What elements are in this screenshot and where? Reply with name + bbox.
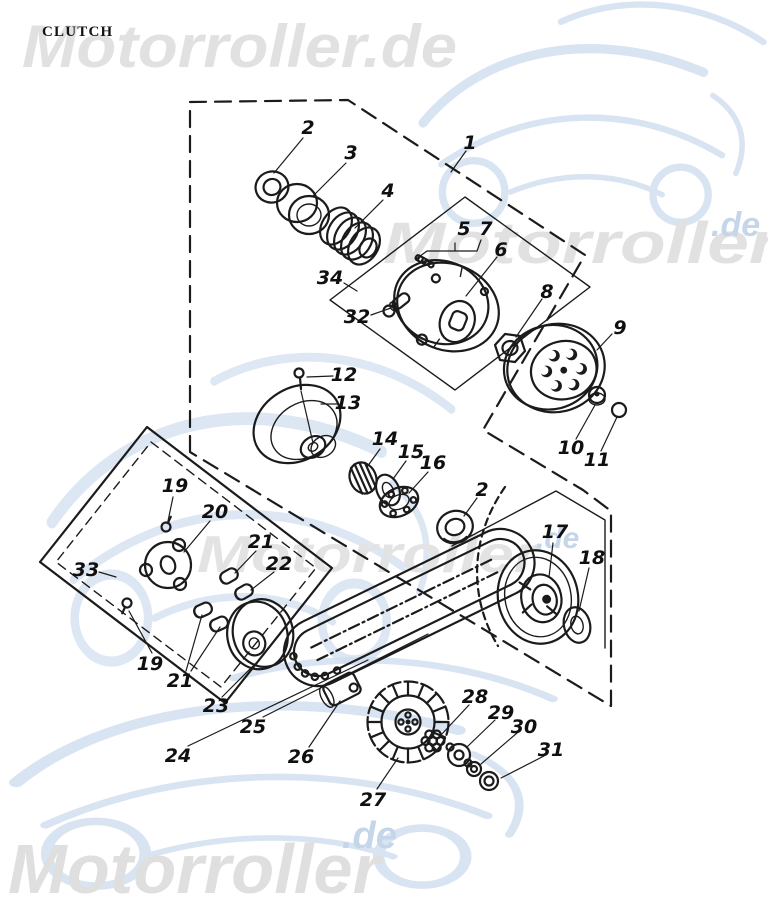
assembly-group-1-dashed-outline	[188, 98, 613, 708]
callout-part-4: 4	[380, 180, 394, 202]
callout-part-27: 27	[360, 789, 387, 811]
callout-part-32: 32	[344, 306, 370, 328]
callout-part-2-mid: 2	[475, 479, 488, 501]
callout-part-5: 5	[457, 218, 470, 240]
callout-part-19-top: 19	[162, 475, 188, 497]
part-4-spring	[318, 206, 382, 266]
watermark-midright-domain-text: .de	[711, 206, 760, 244]
page-title: CLUTCH	[42, 24, 113, 40]
part-16-bearing	[378, 485, 420, 519]
part-18-washer	[562, 606, 592, 644]
callout-part-17: 17	[542, 521, 569, 543]
part-25-drive-belt	[282, 485, 536, 688]
watermark-midleft-brand-text: Motorroller	[197, 526, 542, 584]
part-23-pulley-half	[226, 598, 295, 671]
scooter-watermark-top-right	[423, 5, 763, 224]
part-30-washer	[465, 760, 483, 778]
part-22-roller	[234, 583, 254, 601]
callout-part-6: 6	[494, 239, 507, 261]
part-11-ring	[610, 401, 628, 419]
callout-part-21-upper: 21	[248, 531, 274, 553]
part-6-clutch-shoe-assembly	[393, 258, 500, 353]
watermark-midleft-domain-text: .de	[536, 522, 579, 555]
driven-pulley-box-outline	[451, 490, 606, 649]
watermark-bottom-domain-text: .de	[342, 815, 397, 857]
part-17-driven-pulley	[496, 549, 580, 645]
callout-part-19-bottom: 19	[137, 653, 163, 675]
callout-part-28: 28	[462, 686, 488, 708]
part-19-clip-upper	[160, 515, 172, 533]
part-12-bolt	[293, 367, 314, 444]
part-27-fan-wheel	[366, 680, 450, 764]
callout-part-23: 23	[203, 695, 229, 717]
callout-part-34: 34	[317, 267, 343, 289]
callout-part-22: 22	[266, 553, 292, 575]
callout-part-21-lower: 21	[167, 670, 193, 692]
callout-part-2-top: 2	[301, 117, 314, 139]
callout-part-20: 20	[202, 501, 228, 523]
callout-part-25: 25	[240, 716, 266, 738]
part-14-spline-bush	[348, 461, 378, 495]
part-13-drive-plate	[252, 383, 342, 465]
callout-part-30: 30	[511, 716, 537, 738]
part-9-clutch-bell	[502, 322, 606, 414]
callout-part-33: 33	[73, 559, 99, 581]
part-26-spacer-sleeve	[318, 671, 362, 708]
watermark-top-brand-text: Motorroller.de	[22, 13, 457, 80]
callout-part-1: 1	[463, 132, 476, 154]
roller-group-33-inner-dashed	[55, 441, 317, 688]
callout-part-31: 31	[538, 739, 564, 761]
part-10-nut	[587, 385, 607, 406]
callout-part-11: 11	[584, 449, 610, 471]
callout-part-24: 24	[165, 745, 191, 767]
callout-part-13: 13	[335, 392, 361, 414]
callout-part-26: 26	[288, 746, 314, 768]
part-31-nut	[478, 770, 500, 792]
watermark-midright-brand-text: Motorroller	[383, 211, 768, 276]
part-5-screw	[414, 254, 435, 269]
part-20-ramp-plate	[138, 537, 193, 592]
callout-part-3: 3	[344, 142, 357, 164]
part-19-clip-lower	[121, 597, 133, 615]
callout-part-16: 16	[420, 452, 446, 474]
callout-leader-lines	[98, 137, 618, 790]
callout-part-18: 18	[579, 547, 605, 569]
callout-part-7: 7	[479, 218, 493, 240]
callout-part-10: 10	[558, 437, 584, 459]
clutch-shoe-group-34-outline	[329, 196, 591, 391]
callout-part-12: 12	[331, 364, 357, 386]
callout-part-14: 14	[372, 428, 398, 450]
callout-part-9: 9	[613, 317, 626, 339]
callout-part-8: 8	[540, 281, 553, 303]
part-3-collar	[275, 182, 331, 236]
watermark-bottom-brand-text: Motorroller	[8, 830, 384, 902]
part-2-seal-mid	[436, 509, 474, 545]
roller-group-33-outline	[38, 425, 334, 705]
callout-part-29: 29	[488, 702, 514, 724]
callout-part-15: 15	[398, 441, 424, 463]
